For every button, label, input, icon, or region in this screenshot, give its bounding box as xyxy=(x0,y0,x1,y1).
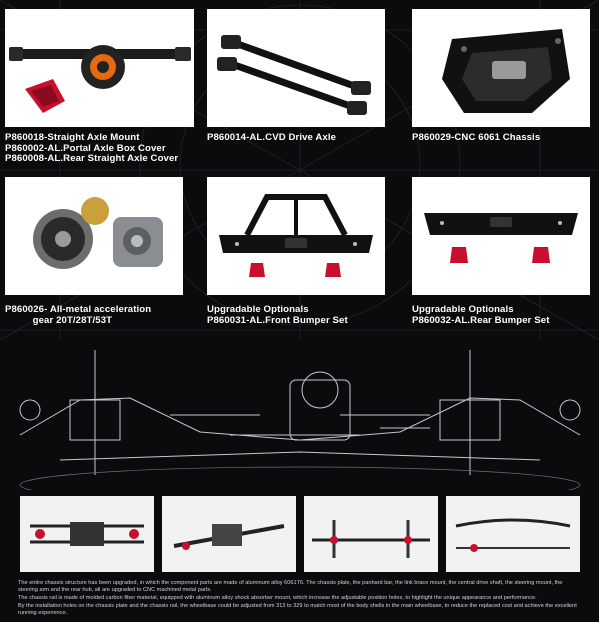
caption-gearbox: P860026- All-metal acceleration gear 20T… xyxy=(5,304,152,326)
product-card-front-bumper xyxy=(207,177,385,295)
gearbox-image xyxy=(33,197,163,269)
cvd-drive-axle-image xyxy=(217,35,371,115)
caption-axle-mount: P860018-Straight Axle Mount P860002-AL.P… xyxy=(5,132,179,164)
product-card-rear-bumper xyxy=(412,177,590,295)
chassis-photo-top xyxy=(20,496,154,572)
caption-cvd-drive-axle: P860014-AL.CVD Drive Axle xyxy=(207,132,337,143)
rear-bumper-image xyxy=(424,213,578,263)
front-bumper-image xyxy=(219,194,373,277)
product-card-skid-plate xyxy=(412,9,590,127)
chassis-photo-rear xyxy=(304,496,438,572)
chassis-photo-front-image xyxy=(162,496,296,572)
caption-skid-plate: P860029-CNC 6061 Chassis xyxy=(412,132,541,143)
skid-plate-image xyxy=(442,29,570,113)
chassis-photo-top-image xyxy=(20,496,154,572)
product-card-gearbox xyxy=(5,177,183,295)
product-card-axle-mount xyxy=(5,9,194,127)
note-chassis-upgrade: The entire chassis structure has been up… xyxy=(18,580,563,594)
note-wheelbase: By the installation holes on the chassis… xyxy=(18,603,577,617)
axle-mount-image xyxy=(9,45,191,113)
chassis-photo-rear-image xyxy=(304,496,438,572)
chassis-photo-side-image xyxy=(446,496,580,572)
product-card-cvd-drive-axle xyxy=(207,9,385,127)
note-chassis-rail: The chassis rail is made of molded carbo… xyxy=(18,595,537,601)
chassis-photo-front xyxy=(162,496,296,572)
chassis-photo-side xyxy=(446,496,580,572)
caption-rear-bumper: Upgradable Optionals P860032-AL.Rear Bum… xyxy=(412,304,550,326)
chassis-blueprint-image xyxy=(19,350,581,490)
caption-front-bumper: Upgradable Optionals P860031-AL.Front Bu… xyxy=(207,304,348,326)
